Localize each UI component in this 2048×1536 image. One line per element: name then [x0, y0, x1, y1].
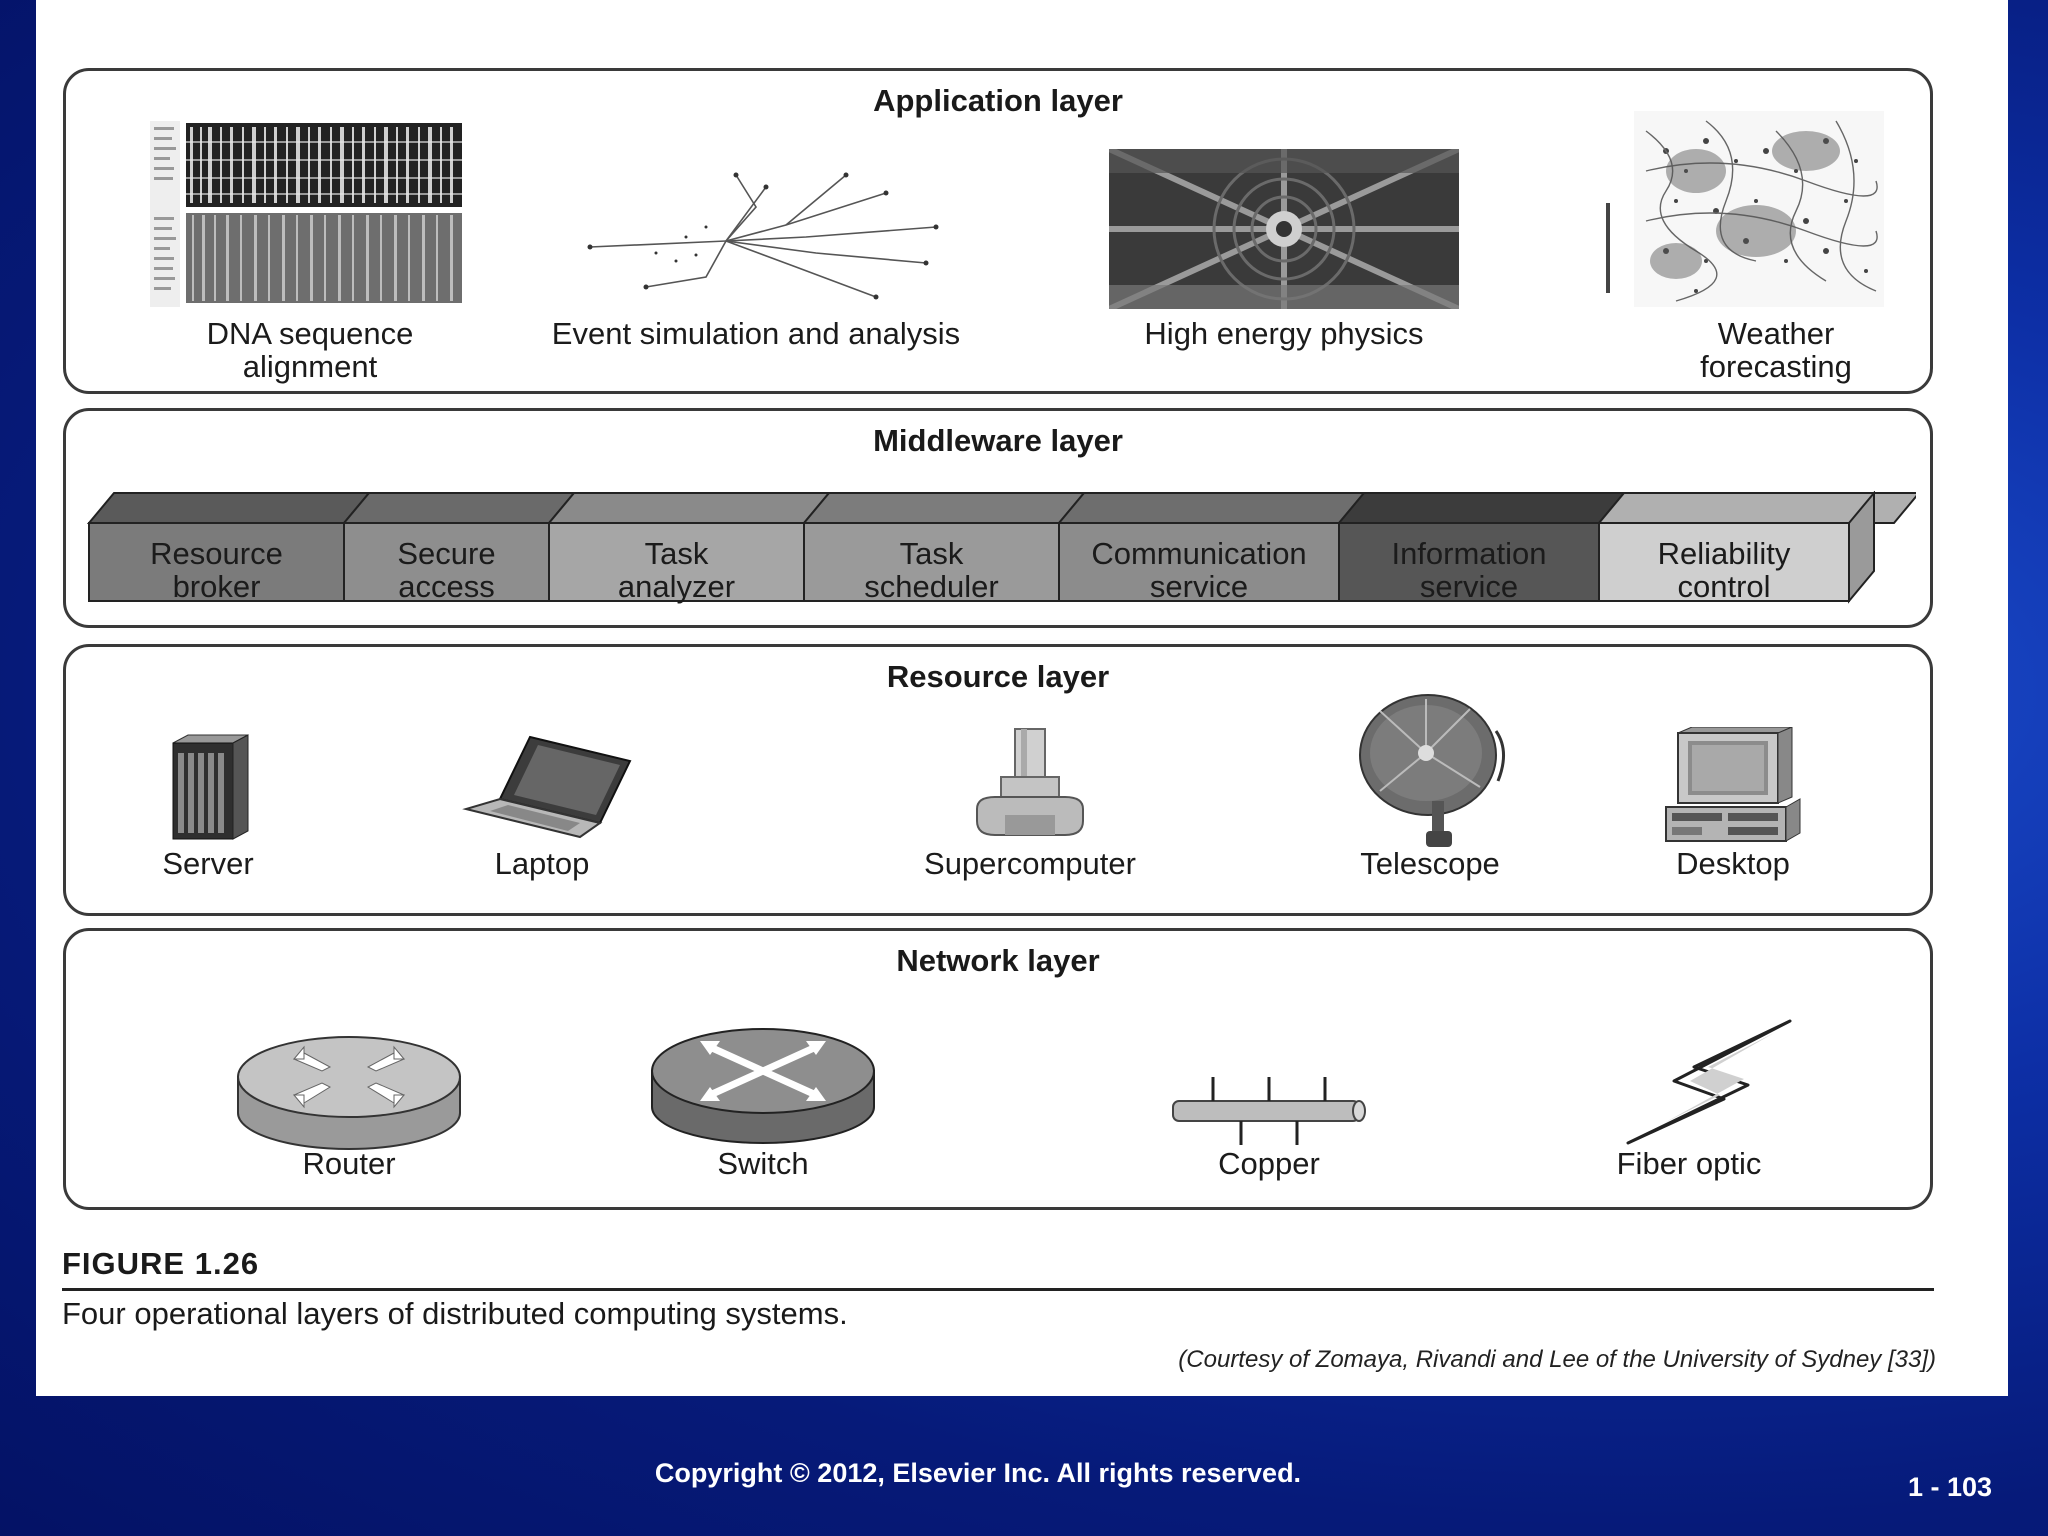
supercomputer-label: Supercomputer — [924, 846, 1136, 881]
switch-label: Switch — [717, 1146, 809, 1181]
network-layer-panel: Network layer Router — [63, 928, 1933, 1210]
middleware-layer-title: Middleware layer — [873, 423, 1123, 458]
desktop-label: Desktop — [1676, 846, 1790, 881]
figure-caption: Four operational layers of distributed c… — [62, 1296, 848, 1331]
resource-layer-title: Resource layer — [886, 659, 1110, 694]
fiber-optic-label: Fiber optic — [1616, 1146, 1762, 1181]
middleware-layer-panel: Middleware layer Resource broker Secure … — [63, 408, 1933, 628]
network-layer-title: Network layer — [896, 943, 1100, 978]
figure-courtesy: (Courtesy of Zomaya, Rivandi and Lee of … — [1178, 1346, 1936, 1373]
dna-sequence-label: DNA sequence alignment — [206, 316, 414, 384]
copper-cable-icon — [1172, 1077, 1366, 1145]
weather-forecasting-label: Weather forecasting — [1700, 316, 1852, 384]
server-icon — [172, 734, 249, 840]
weather-forecasting-image — [1606, 111, 1884, 307]
event-simulation-image — [587, 172, 939, 300]
middleware-reliability-control: Reliability control — [1657, 536, 1791, 604]
fiber-optic-icon — [1626, 1019, 1792, 1145]
middleware-information-service: Information service — [1391, 536, 1547, 604]
laptop-label: Laptop — [494, 846, 590, 881]
laptop-icon — [462, 735, 632, 839]
slide-number: 1 - 103 — [1907, 1472, 1992, 1502]
router-icon — [237, 1036, 461, 1150]
router-label: Router — [302, 1146, 396, 1181]
high-energy-physics-label: High energy physics — [1144, 316, 1424, 351]
middleware-secure-access: Secure access — [397, 536, 496, 604]
server-label: Server — [162, 846, 254, 881]
middleware-communication-service: Communication service — [1091, 536, 1307, 604]
copyright-notice: Copyright © 2012, Elsevier Inc. All righ… — [654, 1458, 1302, 1488]
middleware-task-scheduler: Task scheduler — [864, 536, 999, 604]
application-layer-title: Application layer — [873, 83, 1123, 118]
dna-sequence-image — [150, 121, 462, 307]
high-energy-physics-image — [1109, 149, 1459, 309]
supercomputer-icon — [976, 728, 1084, 836]
copper-label: Copper — [1218, 1146, 1320, 1181]
switch-icon — [651, 1028, 875, 1144]
event-simulation-label: Event simulation and analysis — [551, 316, 961, 351]
figure-area: Application layer — [36, 0, 2008, 1396]
telescope-icon — [1359, 694, 1505, 847]
resource-layer-panel: Resource layer Server Laptop — [63, 644, 1933, 916]
telescope-label: Telescope — [1360, 846, 1500, 881]
middleware-task-analyzer: Task analyzer — [617, 536, 736, 604]
middleware-resource-broker: Resource broker — [150, 536, 283, 604]
middleware-3d-bar — [86, 491, 1916, 604]
application-layer-panel: Application layer — [63, 68, 1933, 394]
figure-number: FIGURE 1.26 — [62, 1246, 260, 1281]
desktop-icon — [1665, 727, 1801, 842]
caption-divider — [62, 1288, 1934, 1291]
